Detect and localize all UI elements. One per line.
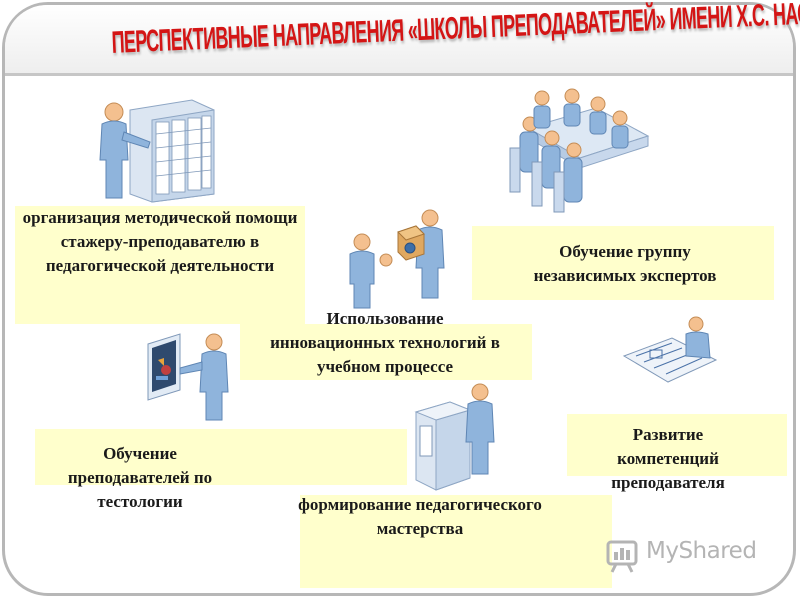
server-person-icon <box>99 99 215 203</box>
header <box>5 5 793 76</box>
presentation-person-icon <box>147 333 229 421</box>
blueprint-person-icon <box>622 316 718 383</box>
box-experts <box>472 226 774 300</box>
item-mastery-text: формирование педагогического мастерства <box>298 495 542 538</box>
package-exchange-icon <box>349 209 445 309</box>
box-testology <box>35 429 407 485</box>
item-experts-text: Обучение группу независимых экспертов <box>533 242 717 285</box>
copier-person-icon <box>414 383 495 491</box>
myshared-logo-icon <box>606 540 638 573</box>
box-competencies <box>567 414 787 476</box>
watermark-text: MyShared <box>646 538 757 564</box>
meeting-table-icon <box>509 88 650 213</box>
box-methodical <box>15 206 305 324</box>
box-mastery <box>300 495 612 588</box>
item-testology-text: Обучение преподавателей по тестологии <box>67 444 213 511</box>
item-methodical-text: организация методической помощи стажеру-… <box>22 208 298 275</box>
box-innovations <box>240 324 532 380</box>
item-innovations-text: Использование инновационных технологий в… <box>270 309 500 376</box>
item-competencies-text: Развитие компетенций преподавателя <box>611 425 725 492</box>
